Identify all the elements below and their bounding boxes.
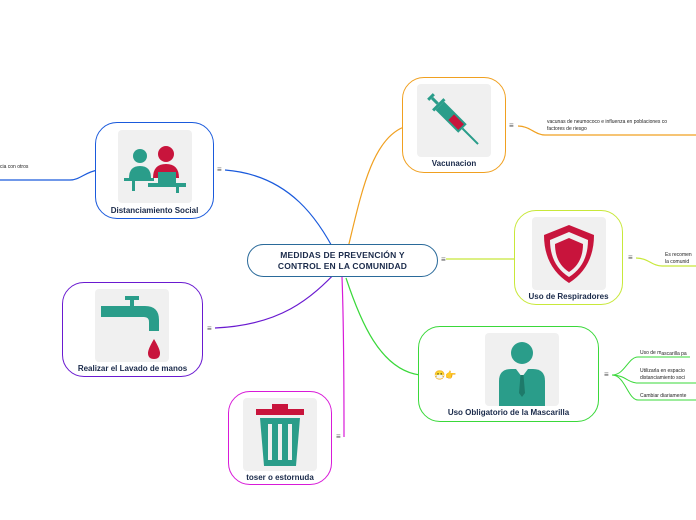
sublink-distanciamiento: [0, 169, 99, 181]
node-label-lavado: Realizar el Lavado de manos: [77, 364, 188, 373]
subtopic-vacunacion-line2: factores de riesgo: [547, 126, 587, 132]
collapse-toggle-center[interactable]: ≡: [441, 255, 446, 264]
central-topic-line2: CONTROL EN LA COMUNIDAD: [277, 261, 408, 271]
syringe-icon: [417, 84, 491, 157]
collapse-toggle-vacunacion[interactable]: ≡: [509, 121, 514, 130]
node-distanciamiento-social[interactable]: Distanciamiento Social: [95, 122, 214, 219]
subtopic-mascarilla-2-a: Utilizarla: [640, 368, 660, 374]
subtopic-vacunacion-text-b: laciones co: [642, 119, 668, 125]
link-mascarilla: [345, 277, 421, 376]
subtopic-mascarilla-2[interactable]: Utilizarla en espacio: [640, 368, 685, 375]
subtopic-mascarilla-2-line2: distanciamiento soci: [640, 375, 686, 381]
collapse-toggle-distanciamiento[interactable]: ≡: [217, 165, 222, 174]
subtopic-mascarilla-2-b: en espacio: [660, 368, 685, 374]
node-label-respiradores: Uso de Respiradores: [528, 292, 609, 301]
subtopic-vacunacion-text-a: vacunas de neumococo e influenza en pob: [547, 119, 643, 125]
subtopic-respiradores-line1[interactable]: Es recomen: [665, 252, 692, 258]
link-vacunacion: [345, 126, 405, 257]
subtopic-respiradores-line2: la comunid: [665, 259, 690, 265]
node-toser-estornuda[interactable]: toser o estornuda: [228, 391, 332, 485]
sublink-mascarilla-3: [611, 374, 696, 401]
faucet-drop-icon: [95, 289, 169, 362]
link-toser: [341, 276, 345, 438]
person-icon: [485, 333, 559, 406]
collapse-toggle-respiradores[interactable]: ≡: [628, 253, 633, 262]
node-label-distanciamiento: Distanciamiento Social: [110, 206, 199, 215]
trash-bin-icon: [243, 398, 317, 471]
subtopic-vacunacion-line1[interactable]: vacunas de neumococo e influenza en pobl…: [547, 119, 667, 126]
collapse-toggle-toser[interactable]: ≡: [336, 432, 341, 441]
mask-emoji-icon: 😷👉: [434, 370, 457, 380]
node-uso-respiradores[interactable]: Uso de Respiradores: [514, 210, 623, 305]
shield-icon: [532, 217, 606, 290]
sublink-vacunacion: [517, 125, 696, 136]
node-label-vacunacion: Vacunacion: [431, 159, 477, 168]
node-uso-mascarilla[interactable]: 😷👉 Uso Obligatorio de la Mascarilla: [418, 326, 599, 422]
subtopic-distanciamiento[interactable]: cia con otros: [0, 164, 29, 170]
people-at-desks-icon: [118, 130, 192, 203]
subtopic-mascarilla-1-a: Uso de m: [640, 350, 662, 356]
collapse-toggle-mascarilla[interactable]: ≡: [604, 370, 609, 379]
subtopic-mascarilla-1-b: ascarilla pa: [661, 351, 687, 357]
subtopic-mascarilla-1[interactable]: Uso de mascarilla pa: [640, 350, 687, 357]
node-label-mascarilla: Uso Obligatorio de la Mascarilla: [447, 408, 570, 417]
sublink-respiradores: [635, 257, 696, 267]
node-lavado-manos[interactable]: Realizar el Lavado de manos: [62, 282, 203, 377]
link-lavado: [214, 267, 341, 329]
sublink-mascarilla-1: [611, 356, 690, 376]
subtopic-mascarilla-3[interactable]: Cambiar diariamente: [640, 393, 687, 399]
collapse-toggle-lavado[interactable]: ≡: [207, 324, 212, 333]
central-topic-line1: MEDIDAS DE PREVENCIÓN Y: [280, 250, 405, 260]
node-label-toser: toser o estornuda: [246, 473, 314, 482]
central-topic[interactable]: MEDIDAS DE PREVENCIÓN Y CONTROL EN LA CO…: [247, 244, 438, 277]
node-vacunacion[interactable]: Vacunacion: [402, 77, 506, 173]
